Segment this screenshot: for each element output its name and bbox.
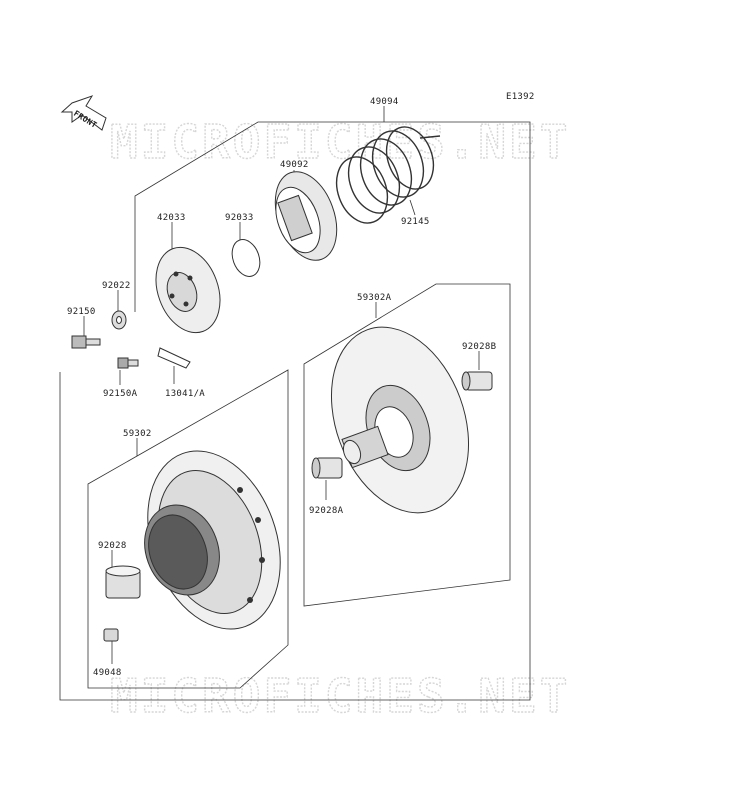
label-92028A: 92028A bbox=[309, 506, 344, 516]
label-92022: 92022 bbox=[102, 281, 131, 291]
fixed-sheave-box bbox=[303, 283, 511, 607]
bolt-92150 bbox=[71, 335, 101, 349]
part-labels: 49094 49092 92145 42033 92033 92022 9215… bbox=[67, 97, 496, 678]
slider-49048 bbox=[103, 628, 119, 642]
label-49094: 49094 bbox=[370, 97, 399, 107]
spring-49094 bbox=[335, 126, 441, 224]
label-49092: 49092 bbox=[280, 160, 309, 170]
label-59302A: 59302A bbox=[357, 293, 392, 303]
label-49048: 49048 bbox=[93, 668, 122, 678]
label-92145: 92145 bbox=[401, 217, 430, 227]
label-92028: 92028 bbox=[98, 541, 127, 551]
snap-ring-92033 bbox=[231, 239, 261, 277]
label-92028B: 92028B bbox=[462, 342, 496, 352]
torque-cam-49092 bbox=[274, 171, 338, 261]
label-13041A: 13041/A bbox=[165, 389, 205, 399]
front-arrow-icon: FRONT bbox=[60, 95, 107, 131]
bushing-92028B bbox=[461, 371, 493, 391]
assembly-frame bbox=[59, 121, 531, 701]
washer-92022 bbox=[111, 310, 127, 330]
label-92150: 92150 bbox=[67, 307, 96, 317]
drive-plate-42033 bbox=[155, 246, 221, 334]
fixed-sheave-59302A bbox=[330, 326, 470, 514]
watermark-bottom: MICROFICHES.NET bbox=[110, 669, 570, 723]
leader-lines bbox=[83, 106, 480, 664]
watermark-top: MICROFICHES.NET bbox=[110, 115, 570, 169]
label-92150A: 92150A bbox=[103, 389, 138, 399]
label-42033: 42033 bbox=[157, 213, 186, 223]
bolt-92150A bbox=[117, 357, 139, 369]
bushing-92028 bbox=[105, 565, 141, 599]
label-92033: 92033 bbox=[225, 213, 254, 223]
label-59302: 59302 bbox=[123, 429, 152, 439]
movable-sheave-59302 bbox=[144, 450, 281, 630]
bushing-92028A bbox=[311, 457, 343, 479]
movable-sheave-box bbox=[87, 369, 289, 689]
diagram-code: E1392 bbox=[506, 92, 535, 102]
key-13041A bbox=[157, 347, 191, 369]
